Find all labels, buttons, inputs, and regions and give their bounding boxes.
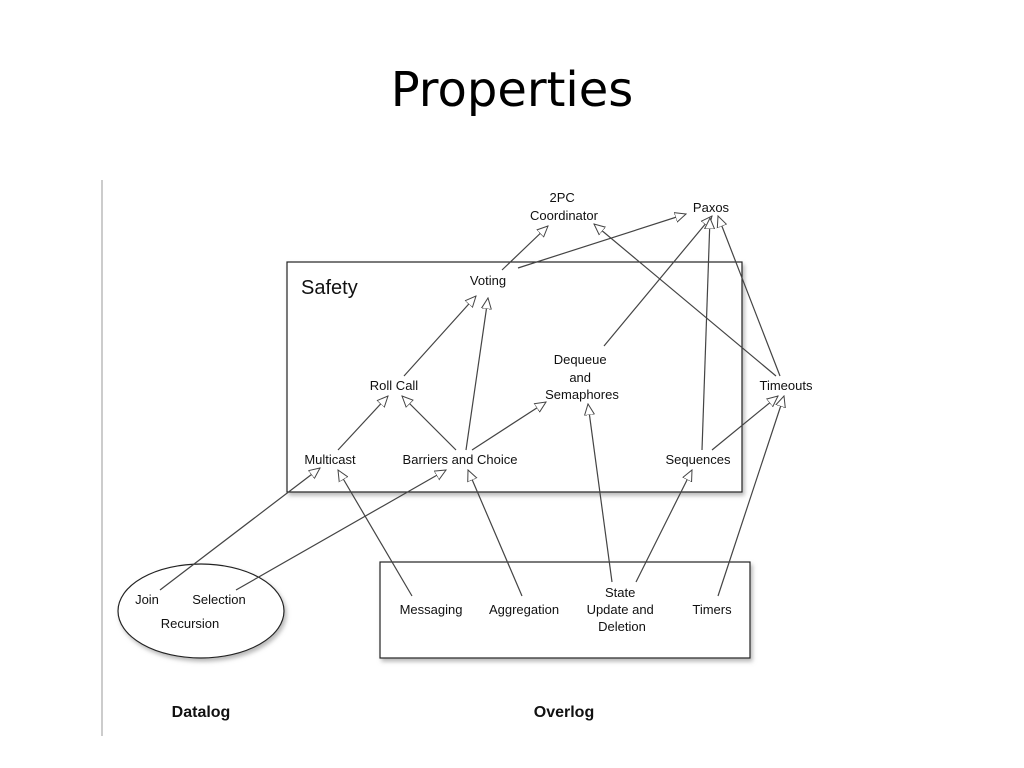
node-join: Join	[135, 592, 159, 607]
edge-timeouts-2pc	[594, 224, 777, 377]
datalog-ellipse	[117, 563, 285, 659]
node-roll-call: Roll Call	[370, 378, 419, 393]
edge-selection-barriers	[235, 470, 446, 591]
edge-state-sequences	[635, 470, 692, 583]
edge-aggregation-barriers	[468, 470, 523, 597]
node-multicast: Multicast	[304, 452, 356, 467]
edge-messaging-multicast	[338, 470, 413, 597]
edge-voting-paxos	[517, 214, 686, 269]
edge-state-dequeue	[588, 404, 613, 583]
edge-barriers-voting	[465, 298, 488, 451]
slide-title: Properties	[390, 62, 634, 118]
edge-sequences-timeouts	[711, 396, 778, 451]
edge-voting-2pc	[501, 226, 548, 271]
node-voting: Voting	[470, 273, 506, 288]
node-timers: Timers	[692, 602, 732, 617]
edge-barriers-dequeue	[471, 402, 546, 451]
safety-label: Safety	[301, 277, 358, 299]
node-recursion: Recursion	[161, 616, 220, 631]
node-barriers-and-choice: Barriers and Choice	[403, 452, 518, 467]
node-sequences: Sequences	[665, 452, 731, 467]
edge-timeouts-paxos	[718, 216, 781, 377]
edge-timers-timeouts	[717, 396, 784, 597]
node-dequeue-semaphores: Dequeue and Semaphores	[545, 352, 619, 402]
node-selection: Selection	[192, 592, 245, 607]
edge-rollcall-voting	[403, 296, 476, 377]
edge-sequences-paxos	[701, 218, 710, 451]
node-2pc-coordinator: 2PC Coordinator	[530, 190, 599, 223]
node-paxos: Paxos	[693, 200, 730, 215]
node-aggregation: Aggregation	[489, 602, 559, 617]
overlog-label: Overlog	[534, 704, 594, 721]
datalog-label: Datalog	[172, 704, 231, 721]
edge-barriers-rollcall	[402, 396, 457, 451]
node-messaging: Messaging	[400, 602, 463, 617]
node-timeouts: Timeouts	[760, 378, 813, 393]
edge-multicast-rollcall	[337, 396, 388, 451]
edges	[159, 214, 784, 597]
safety-box	[286, 261, 743, 493]
overlog-box	[379, 561, 751, 659]
node-state-update-deletion: State Update and Deletion	[587, 585, 658, 634]
edge-join-multicast	[159, 468, 320, 591]
edge-dequeue-paxos	[603, 216, 712, 347]
